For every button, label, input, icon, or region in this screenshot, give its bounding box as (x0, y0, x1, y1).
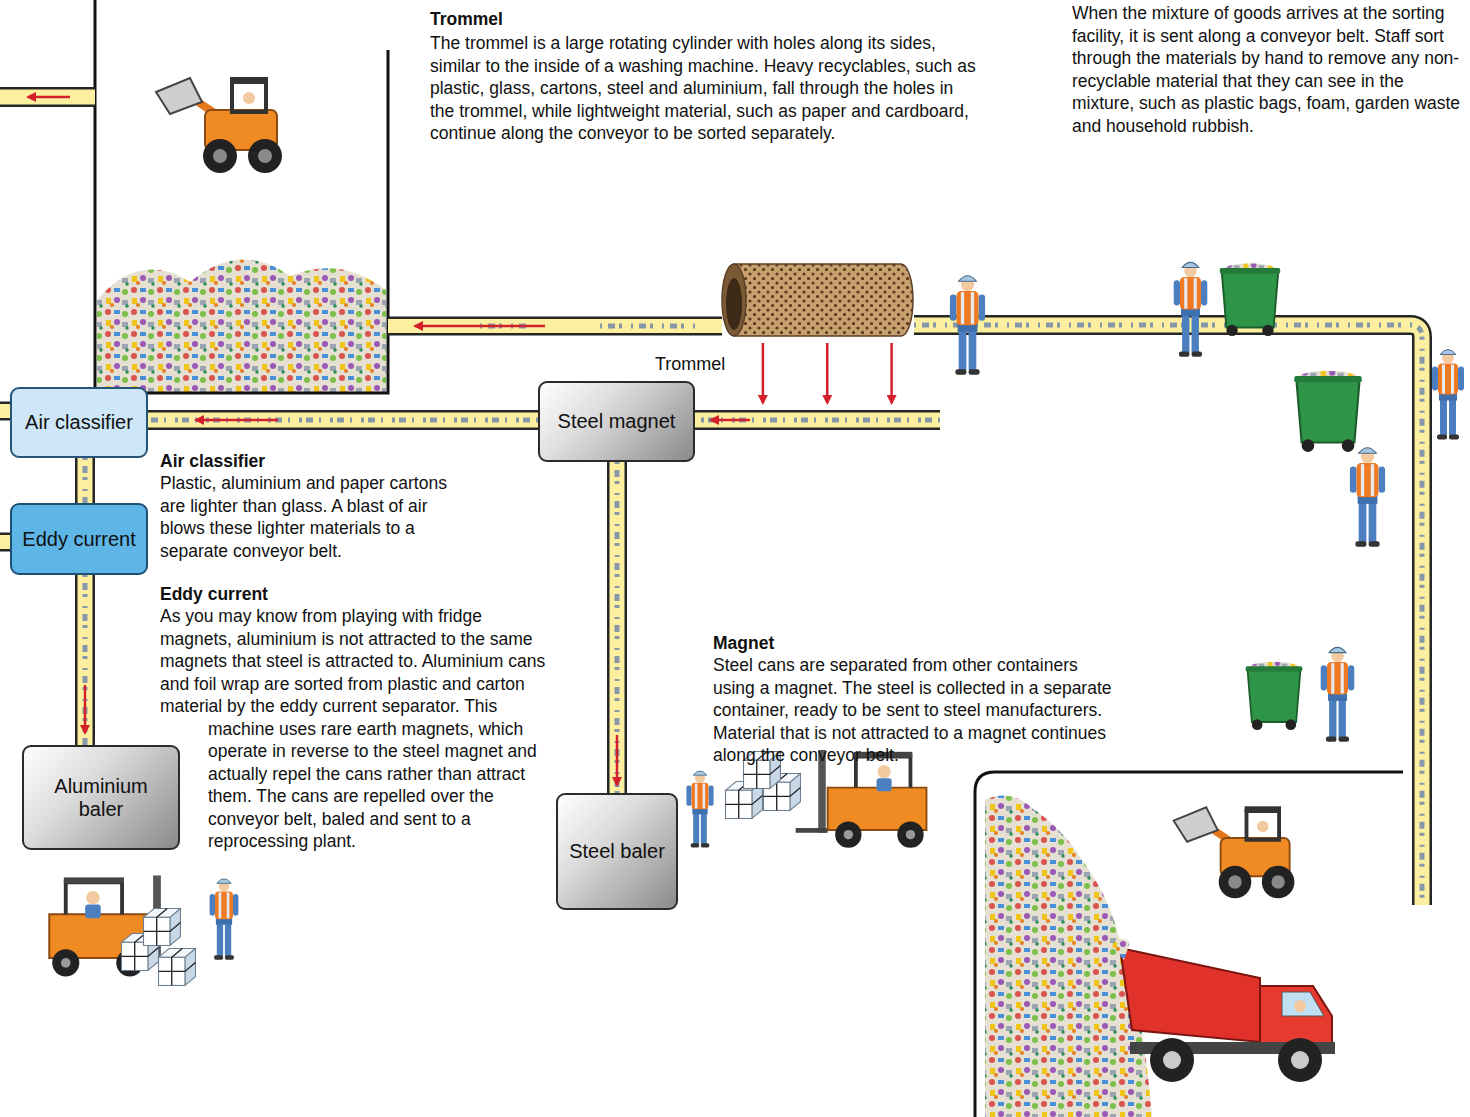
bin-wall (95, 0, 388, 393)
steel-baler-box: Steel baler (556, 793, 678, 910)
section-heading: Air classifier (160, 450, 265, 473)
loader (1174, 806, 1295, 898)
yard-worker (210, 879, 239, 960)
steel-magnet-box: Steel magnet (538, 381, 695, 462)
node-label: Trommel (655, 354, 725, 375)
section-heading: Trommel (430, 8, 503, 31)
node-label: Steel baler (569, 840, 665, 863)
node-label: Steel magnet (558, 410, 676, 433)
waste-bin (1246, 662, 1303, 730)
yard-worker (686, 771, 713, 848)
recyclables-pile (97, 259, 386, 393)
description-text: Steel cans are separated from other cont… (713, 654, 1118, 767)
description-text: Plastic, aluminium and paper cartons are… (160, 472, 470, 562)
eddy-current-box: Eddy current (10, 503, 148, 575)
description-text: The trommel is a large rotating cylinder… (430, 32, 978, 145)
loader (156, 77, 282, 173)
waste-bin (1220, 263, 1280, 336)
section-heading: Eddy current (160, 583, 268, 606)
air-classifier-box: Air classifier (10, 387, 148, 458)
inset-frame (975, 772, 1403, 1117)
node-label: Aluminium baler (30, 775, 172, 821)
conveyor-belt (148, 420, 538, 421)
conveyor-belt (695, 343, 940, 420)
sorting-worker (1321, 647, 1355, 742)
conveyor-belt (85, 575, 86, 745)
aluminium-bale (159, 949, 196, 986)
node-label: Air classifier (25, 411, 133, 434)
sorting-worker (1350, 448, 1385, 547)
delivery-truck (1112, 939, 1335, 1082)
section-heading: Magnet (713, 632, 774, 655)
trommel-cylinder: Trommel (720, 262, 915, 338)
conveyor-belt (617, 462, 618, 793)
static-belts (0, 97, 1422, 905)
sorting-worker (950, 276, 985, 375)
sorting-worker (1174, 262, 1208, 357)
description-text: When the mixture of goods arrives at the… (1072, 2, 1464, 137)
node-label: Eddy current (22, 528, 135, 551)
description-text: As you may know from playing with fridge… (160, 605, 552, 1007)
sorting-worker (1432, 350, 1464, 440)
waste-bin (1294, 371, 1362, 452)
aluminium-bale (144, 909, 181, 946)
aluminium-baler-box: Aluminium baler (22, 745, 180, 850)
conveyor-belt (85, 458, 86, 503)
